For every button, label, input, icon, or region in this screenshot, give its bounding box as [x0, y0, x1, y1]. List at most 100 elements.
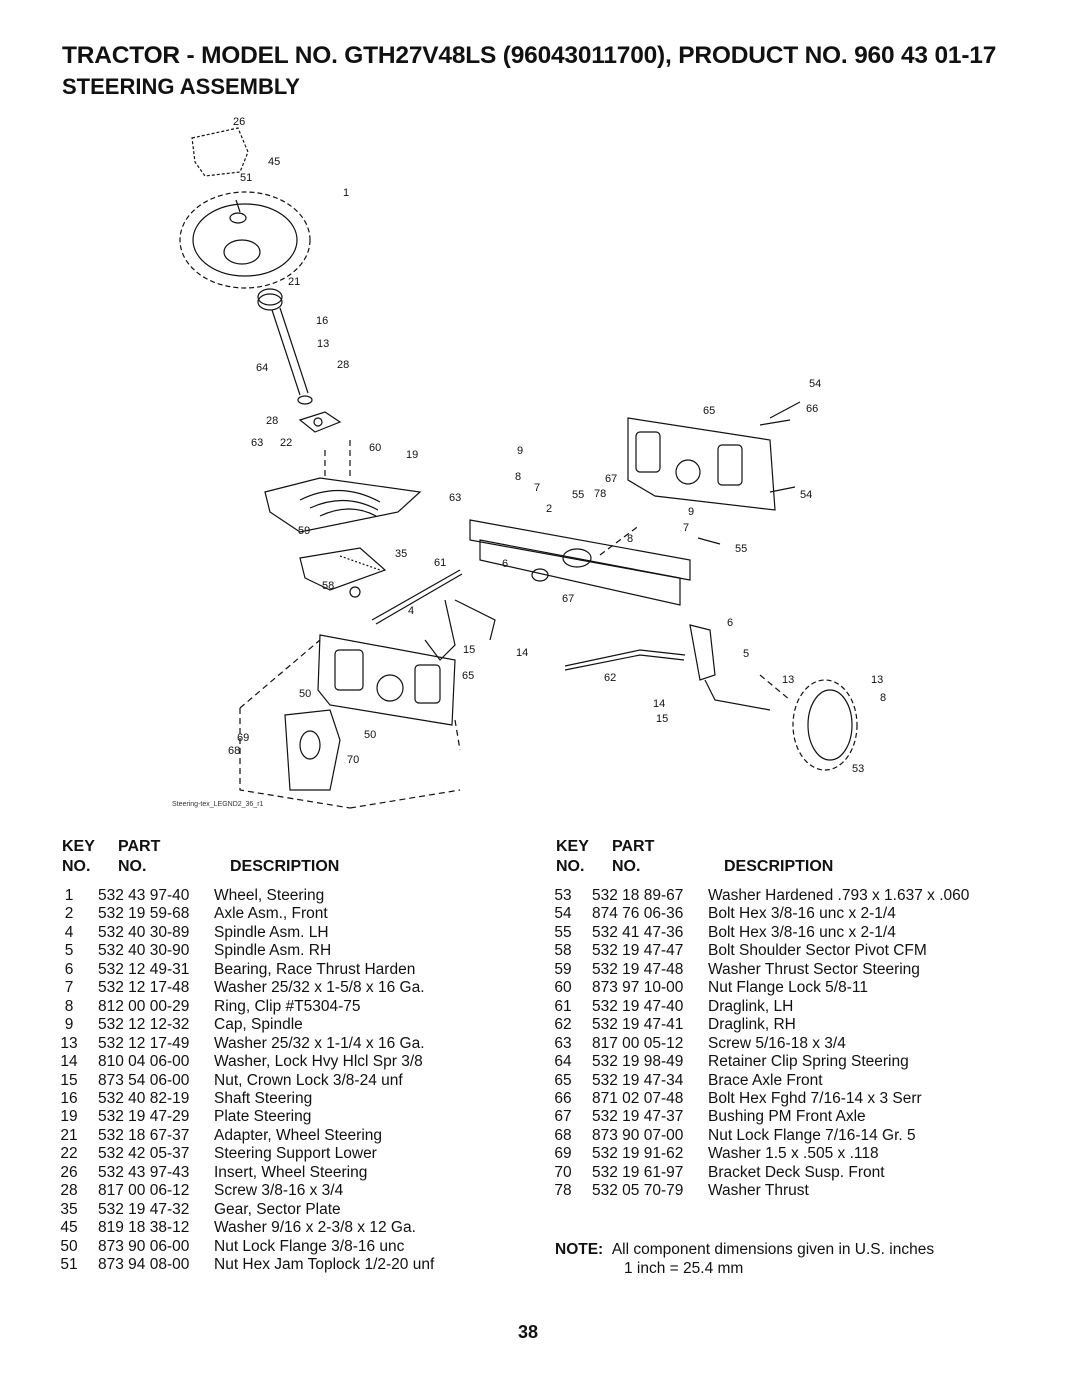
part-description: Spindle Asm. RH [214, 942, 332, 960]
part-number: 532 19 47-41 [592, 1016, 684, 1034]
part-description: Plate Steering [214, 1108, 312, 1126]
part-key-number: 4 [64, 923, 74, 941]
part-key-number: 58 [554, 942, 572, 960]
callout-9a: 9 [517, 445, 523, 457]
part-number: 873 97 10-00 [592, 979, 684, 997]
part-description: Screw 5/16-18 x 3/4 [708, 1034, 846, 1052]
part-row: 19 532 19 47-29 Plate Steering [44, 1108, 514, 1126]
part-number: 819 18 38-12 [98, 1219, 190, 1237]
callout-6a: 6 [502, 558, 508, 570]
part-number: 532 12 49-31 [98, 960, 190, 978]
part-number: 873 54 06-00 [98, 1071, 190, 1089]
part-key-number: 78 [554, 1182, 572, 1200]
callout-50a: 50 [299, 688, 311, 700]
part-description: Bushing PM Front Axle [708, 1108, 866, 1126]
part-description: Washer 9/16 x 2-3/8 x 12 Ga. [214, 1219, 416, 1237]
part-description: Brace Axle Front [708, 1071, 823, 1089]
part-key-number: 14 [60, 1053, 78, 1071]
callout-28b: 28 [266, 415, 278, 427]
part-key-number: 65 [554, 1071, 572, 1089]
part-key-number: 21 [60, 1126, 78, 1144]
right-header-key: KEY [556, 838, 589, 855]
part-number: 532 43 97-40 [98, 887, 190, 904]
right-header-part: PART [612, 838, 655, 855]
part-key-number: 68 [554, 1126, 572, 1144]
note-conversion: 1 inch = 25.4 mm [624, 1260, 744, 1277]
part-description: Adapter, Wheel Steering [214, 1126, 383, 1144]
callout-5: 5 [743, 648, 749, 660]
callout-13a: 13 [782, 674, 794, 686]
part-number: 532 42 05-37 [98, 1145, 190, 1163]
part-key-number: 51 [60, 1256, 78, 1274]
part-key-number: 15 [60, 1071, 78, 1089]
part-description: Bracket Deck Susp. Front [708, 1163, 885, 1181]
part-key-number: 19 [60, 1108, 78, 1126]
callout-63a: 63 [251, 437, 263, 449]
callout-78: 78 [594, 488, 606, 500]
part-number: 532 19 47-47 [592, 942, 684, 960]
part-description: Retainer Clip Spring Steering [708, 1053, 909, 1071]
part-key-number: 55 [554, 923, 572, 941]
callout-13b: 13 [871, 674, 883, 686]
part-number: 532 40 30-89 [98, 923, 190, 941]
part-number: 532 12 17-49 [98, 1034, 190, 1052]
callout-1: 1 [343, 187, 349, 199]
part-description: Bolt Hex Fghd 7/16-14 x 3 Serr [708, 1089, 922, 1107]
page-number: 38 [518, 1322, 539, 1342]
diagram-caption: Steering-tex_LEGND2_36_r1 [172, 801, 264, 808]
callout-15a: 15 [463, 644, 475, 656]
part-number: 532 19 61-97 [592, 1163, 684, 1181]
part-number: 532 19 47-32 [98, 1200, 190, 1218]
part-description: Insert, Wheel Steering [214, 1163, 368, 1181]
part-key-number: 61 [554, 997, 572, 1015]
callout-60: 60 [369, 442, 381, 454]
part-number: 532 05 70-79 [592, 1182, 684, 1200]
part-row: 70 532 19 61-97 Bracket Deck Susp. Front [538, 1164, 1028, 1182]
callout-7a: 7 [534, 482, 540, 494]
part-description: Axle Asm., Front [214, 905, 328, 923]
part-key-number: 5 [64, 942, 74, 960]
callout-14a: 14 [516, 647, 528, 659]
part-number: 532 19 59-68 [98, 905, 190, 923]
left-header-no-key: NO. [62, 858, 91, 875]
callout-6b: 6 [727, 617, 733, 629]
part-description: Shaft Steering [214, 1089, 313, 1107]
callout-65a: 65 [703, 405, 715, 417]
callout-61: 61 [434, 557, 446, 569]
part-number: 871 02 07-48 [592, 1089, 684, 1107]
part-description: Draglink, RH [708, 1016, 796, 1034]
part-key-number: 64 [554, 1053, 572, 1071]
part-number: 817 00 05-12 [592, 1034, 684, 1052]
callout-66: 66 [806, 403, 818, 415]
callout-35: 35 [395, 548, 407, 560]
part-key-number: 70 [554, 1163, 572, 1181]
right-header-description: DESCRIPTION [724, 858, 834, 875]
part-description: Nut Lock Flange 7/16-14 Gr. 5 [708, 1126, 916, 1144]
callout-19: 19 [406, 449, 418, 461]
callout-65b: 65 [462, 670, 474, 682]
part-key-number: 50 [60, 1237, 78, 1255]
part-description: Washer, Lock Hvy Hlcl Spr 3/8 [214, 1053, 423, 1071]
callout-55a: 55 [572, 489, 584, 501]
part-key-number: 7 [64, 979, 74, 997]
part-description: Washer 1.5 x .505 x .118 [708, 1145, 879, 1163]
part-number: 532 19 47-29 [98, 1108, 190, 1126]
part-description: Bolt Hex 3/8-16 unc x 2-1/4 [708, 905, 896, 923]
part-number: 817 00 06-12 [98, 1182, 190, 1200]
part-key-number: 67 [554, 1108, 572, 1126]
callout-55b: 55 [735, 543, 747, 555]
